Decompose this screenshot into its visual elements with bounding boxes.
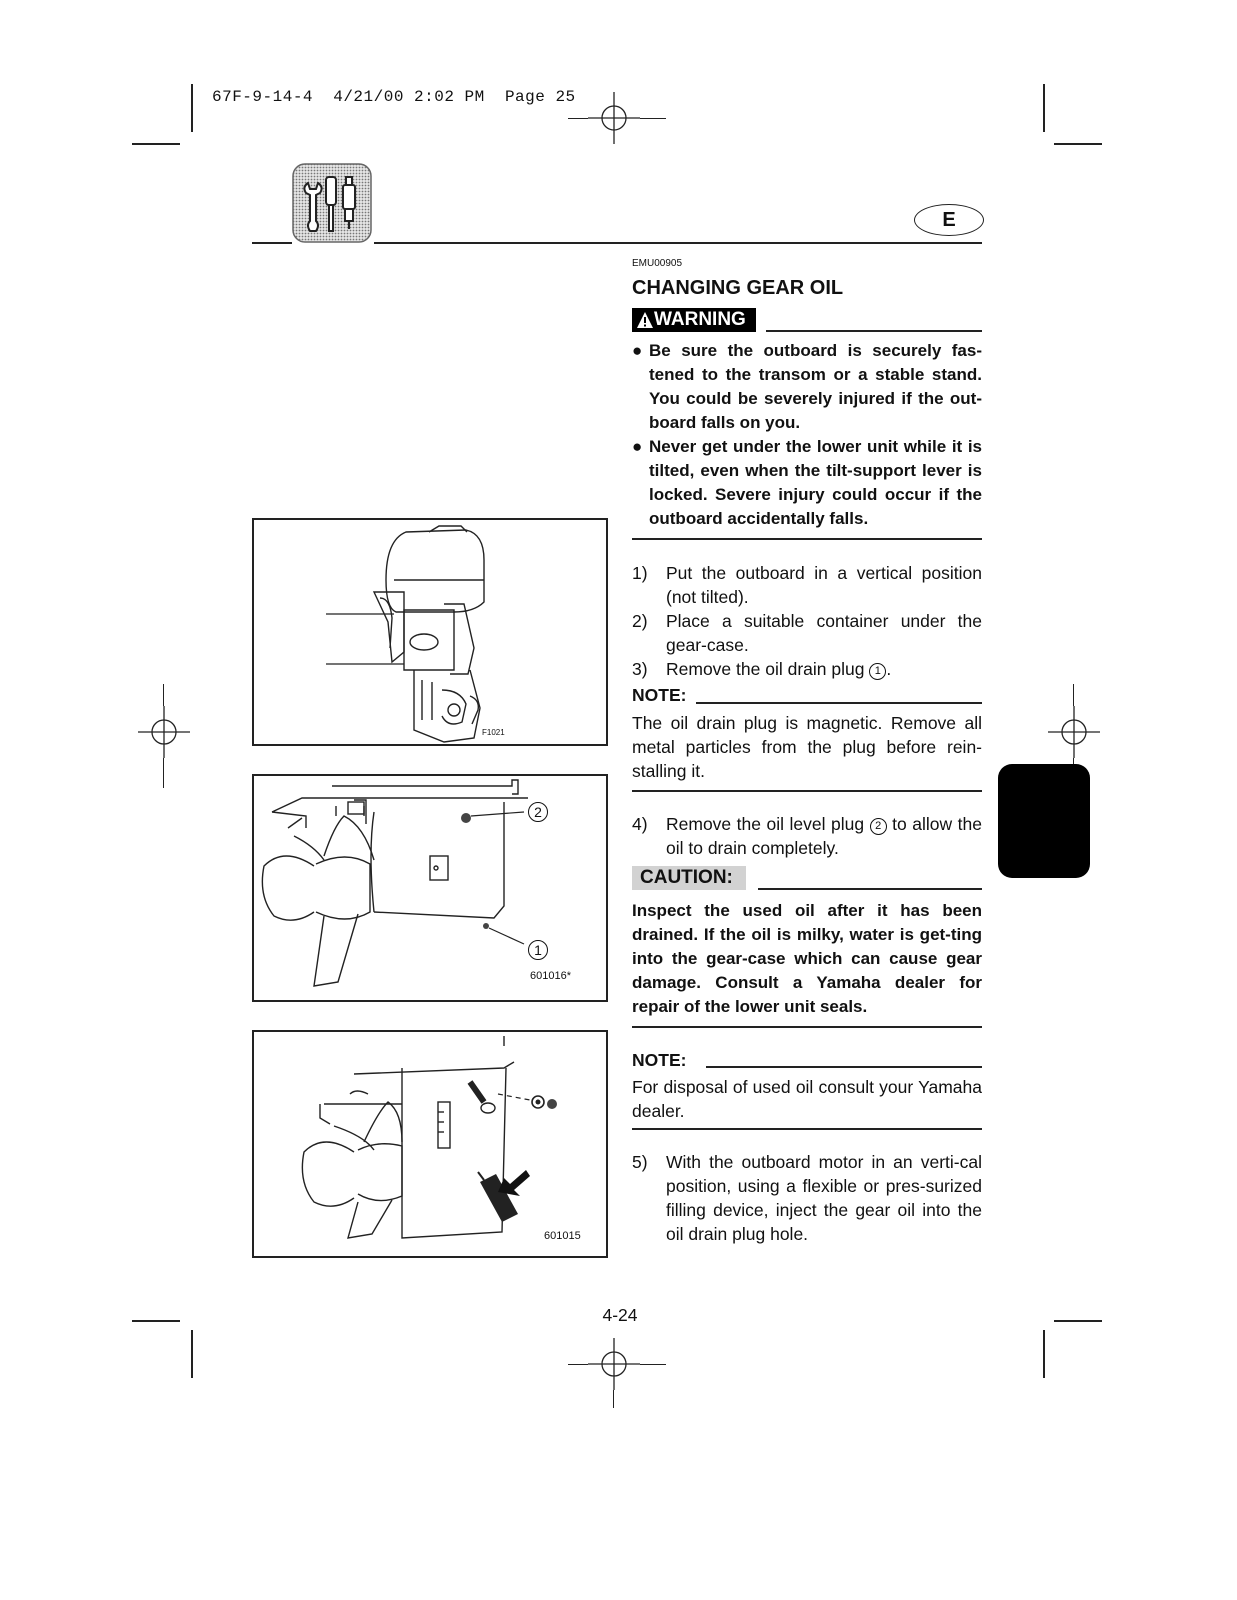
page-number: 4-24 <box>602 1305 638 1325</box>
registration-mark-icon <box>588 92 640 144</box>
figure-code: F1021 <box>482 728 505 737</box>
figure-filling-oil: 601015 <box>252 1030 608 1258</box>
figure-code: 601015 <box>544 1230 581 1242</box>
section-title: CHANGING GEAR OIL <box>632 277 844 299</box>
warning-bullet: ● Be sure the outboard is securely fas-t… <box>632 341 982 432</box>
tools-icon <box>292 163 372 243</box>
list-item: 1)Put the outboard in a vertical positio… <box>632 563 982 607</box>
note-rule <box>696 702 982 704</box>
caution-label: CAUTION: <box>632 866 746 890</box>
crop-mark <box>191 84 193 132</box>
list-item: 5)With the outboard motor in an verti-ca… <box>632 1152 982 1244</box>
registration-mark-icon <box>588 1338 640 1390</box>
crop-mark <box>163 758 165 788</box>
crop-mark <box>132 143 180 145</box>
figure-outboard: F1021 <box>252 518 608 746</box>
figure-code: 601016* <box>530 970 571 982</box>
note-rule <box>706 1066 982 1068</box>
crop-mark <box>1054 1320 1102 1322</box>
crop-mark <box>568 1364 588 1366</box>
outboard-motor-illustration <box>326 525 485 743</box>
note-text: The oil drain plug is magnetic. Remove a… <box>632 713 982 781</box>
list-item: 2)Place a suitable container under the g… <box>632 611 982 655</box>
note-text: For disposal of used oil consult your Ya… <box>632 1077 982 1121</box>
header-rule <box>374 242 982 244</box>
doc-code: EMU00905 <box>632 258 683 269</box>
registration-mark-icon <box>1048 706 1100 758</box>
list-item: 3) Remove the oil drain plug 1. <box>632 659 892 680</box>
steps-list: 4) Remove the oil level plug 2 to allow … <box>632 812 982 860</box>
steps-list: 1)Put the outboard in a vertical positio… <box>632 561 982 681</box>
crop-mark <box>191 1330 193 1378</box>
crop-mark <box>163 684 165 706</box>
crop-mark <box>568 118 588 120</box>
header-rule <box>252 242 292 244</box>
warning-bullet: ● Never get under the lower unit while i… <box>632 437 982 528</box>
figure-lower-unit: 2 1 601016* <box>252 774 608 1002</box>
crop-mark <box>640 1364 666 1366</box>
divider <box>632 1128 982 1130</box>
note-label: NOTE: <box>632 1050 687 1070</box>
crop-mark <box>1043 84 1045 132</box>
note-label: NOTE: <box>632 685 687 705</box>
divider <box>632 790 982 792</box>
language-badge-label: E <box>942 209 956 231</box>
steps-list: 5)With the outboard motor in an verti-ca… <box>632 1150 982 1246</box>
caution-text: Inspect the used oil after it has been d… <box>632 901 982 1016</box>
warning-bullets: ● Be sure the outboard is securely fas-t… <box>632 339 982 531</box>
warning-rule <box>766 330 982 332</box>
registration-mark-icon <box>138 706 190 758</box>
crop-mark <box>1054 143 1102 145</box>
crop-mark <box>1043 1330 1045 1378</box>
chapter-side-tab <box>998 764 1090 878</box>
caution-rule <box>758 888 982 890</box>
divider <box>632 1026 982 1028</box>
crop-mark <box>1073 684 1075 706</box>
callout-1: 1 <box>528 940 548 960</box>
crop-mark <box>613 1390 615 1408</box>
lower-unit-illustration <box>261 779 528 987</box>
list-item: 4) Remove the oil level plug 2 to allow … <box>632 814 982 858</box>
warning-label: WARNING <box>632 308 756 332</box>
print-header: 67F-9-14-4 4/21/00 2:02 PM Page 25 <box>212 88 576 106</box>
divider <box>632 538 982 540</box>
warning-triangle-icon <box>637 312 653 328</box>
crop-mark <box>132 1320 180 1322</box>
callout-2: 2 <box>528 802 548 822</box>
crop-mark <box>640 118 666 120</box>
language-badge: E <box>914 204 984 236</box>
oil-filling-illustration <box>301 1036 557 1239</box>
